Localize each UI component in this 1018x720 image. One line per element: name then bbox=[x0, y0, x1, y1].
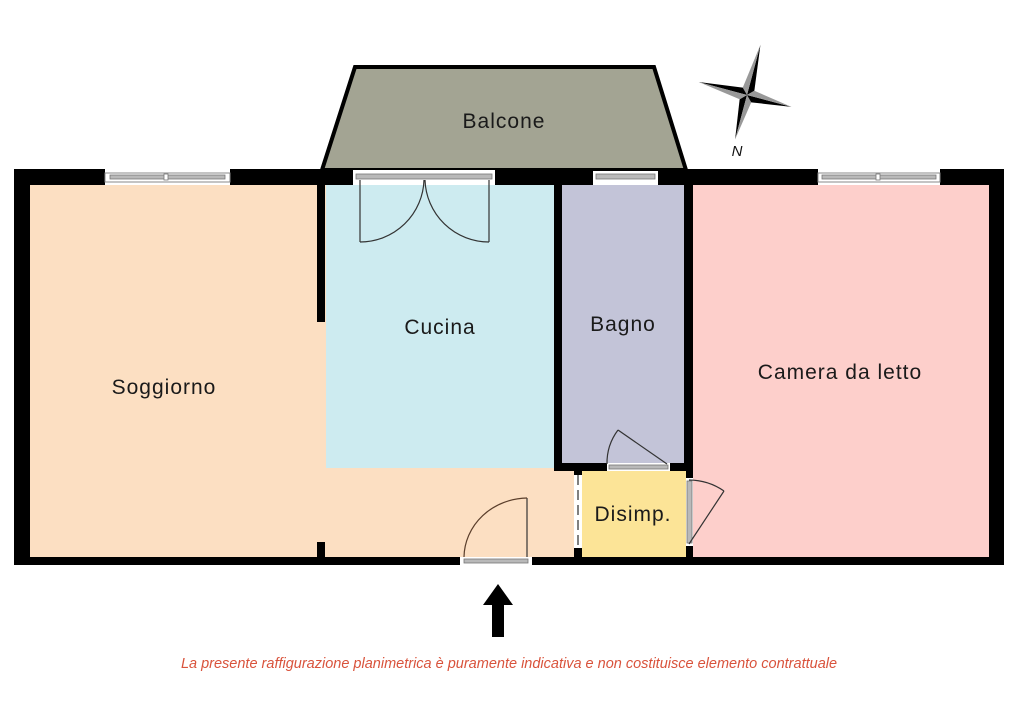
room-label-balcone: Balcone bbox=[463, 110, 546, 133]
room-disimpegno bbox=[582, 470, 686, 558]
door-bagno bbox=[606, 429, 670, 471]
door-entrance bbox=[460, 497, 532, 565]
room-label-disimpegno: Disimp. bbox=[594, 503, 671, 526]
room-label-bagno: Bagno bbox=[590, 313, 656, 336]
room-label-soggiorno: Soggiorno bbox=[112, 376, 217, 399]
window-cucina-balcone-door bbox=[353, 170, 495, 185]
window-bagno bbox=[593, 171, 658, 184]
door-cucina-balcone bbox=[359, 179, 490, 243]
opening-disimpegno bbox=[574, 475, 582, 548]
room-balcone: Balcone bbox=[319, 65, 689, 172]
room-camera bbox=[693, 185, 989, 558]
door-camera bbox=[686, 478, 725, 546]
room-cucina bbox=[326, 185, 555, 468]
disclaimer-text: La presente raffigurazione planimetrica … bbox=[180, 656, 838, 672]
window-soggiorno bbox=[104, 172, 231, 183]
window-camera bbox=[817, 172, 941, 183]
walls bbox=[14, 169, 1004, 565]
room-label-cucina: Cucina bbox=[404, 316, 475, 339]
compass-rose-icon bbox=[698, 44, 792, 140]
compass-north-label: N bbox=[732, 143, 743, 160]
room-bagno bbox=[562, 185, 685, 463]
room-label-camera: Camera da letto bbox=[758, 361, 922, 384]
entrance-arrow-icon bbox=[483, 584, 513, 637]
